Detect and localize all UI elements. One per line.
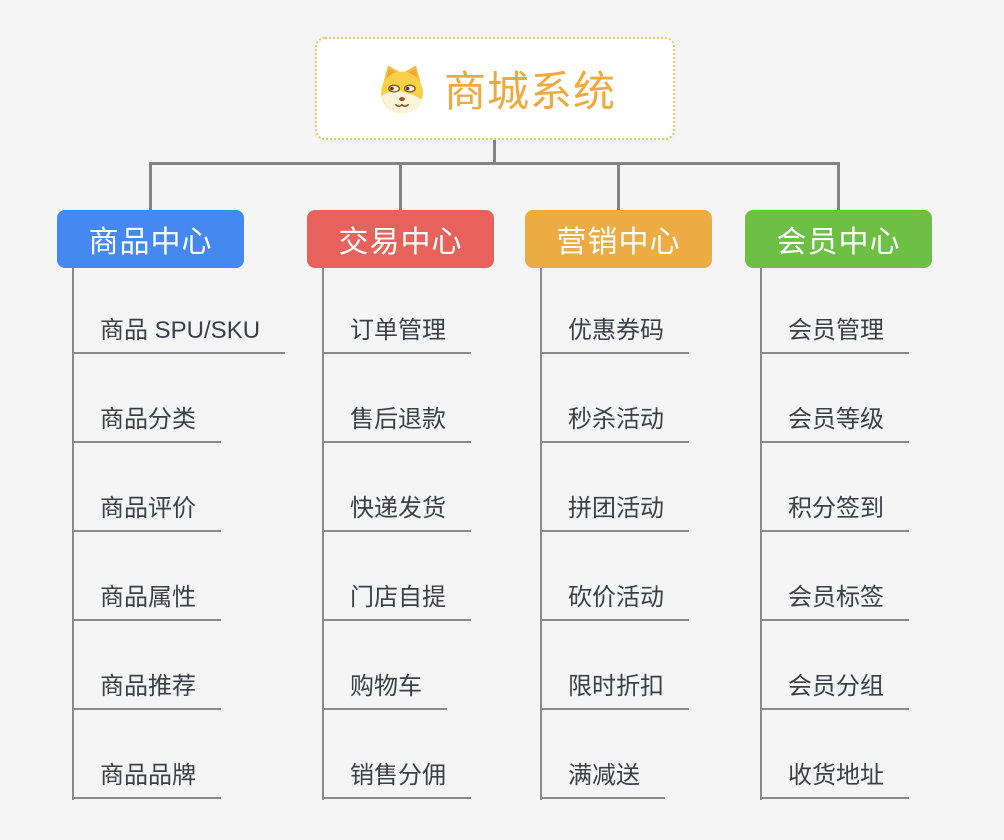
topic-item[interactable]: 订单管理 — [322, 314, 471, 354]
branch-spine — [540, 268, 542, 800]
topic-item[interactable]: 会员分组 — [760, 670, 909, 710]
topic-item[interactable]: 商品属性 — [72, 581, 221, 621]
topic-item[interactable]: 收货地址 — [760, 759, 909, 799]
topic-item[interactable]: 商品分类 — [72, 403, 221, 443]
branch-spine — [322, 268, 324, 800]
branch-label: 营销中心 — [556, 226, 681, 259]
root-title: 商城系统 — [443, 68, 616, 115]
branch-label: 交易中心 — [338, 226, 463, 259]
topic-item[interactable]: 会员标签 — [760, 581, 909, 621]
branch-spine — [760, 268, 762, 800]
connector-branch-drop — [399, 164, 402, 210]
connector-branch-drop — [837, 164, 840, 210]
topic-item[interactable]: 销售分佣 — [322, 759, 471, 799]
topic-item[interactable]: 商品品牌 — [72, 759, 221, 799]
branch-spine — [72, 268, 74, 800]
topic-item[interactable]: 拼团活动 — [540, 492, 689, 532]
topic-item[interactable]: 商品 SPU/SKU — [72, 314, 286, 354]
connector-branch-drop — [617, 164, 620, 210]
branch-label: 商品中心 — [88, 226, 213, 259]
branch-node-trade-center[interactable]: 交易中心 — [307, 210, 494, 268]
branch-node-marketing-center[interactable]: 营销中心 — [525, 210, 712, 268]
topic-item[interactable]: 门店自提 — [322, 581, 471, 621]
branch-node-member-center[interactable]: 会员中心 — [745, 210, 932, 268]
topic-item[interactable]: 会员等级 — [760, 403, 909, 443]
topic-item[interactable]: 秒杀活动 — [540, 403, 689, 443]
topic-item[interactable]: 商品评价 — [72, 492, 221, 532]
topic-item[interactable]: 会员管理 — [760, 314, 909, 354]
root-node[interactable]: 商城系统 — [315, 37, 675, 140]
topic-item[interactable]: 满减送 — [540, 759, 665, 799]
branch-label: 会员中心 — [776, 226, 901, 259]
connector-branch-drop — [149, 164, 152, 210]
topic-item[interactable]: 售后退款 — [322, 403, 471, 443]
topic-item[interactable]: 限时折扣 — [540, 670, 689, 710]
topic-item[interactable]: 优惠券码 — [540, 314, 689, 354]
topic-item[interactable]: 购物车 — [322, 670, 447, 710]
topic-item[interactable]: 砍价活动 — [540, 581, 689, 621]
doge-icon — [374, 61, 430, 117]
topic-item[interactable]: 快递发货 — [322, 492, 471, 532]
connector-trunk — [149, 162, 840, 165]
branch-node-product-center[interactable]: 商品中心 — [57, 210, 244, 268]
topic-item[interactable]: 积分签到 — [760, 492, 909, 532]
topic-item[interactable]: 商品推荐 — [72, 670, 221, 710]
connector-root-drop — [493, 140, 496, 163]
